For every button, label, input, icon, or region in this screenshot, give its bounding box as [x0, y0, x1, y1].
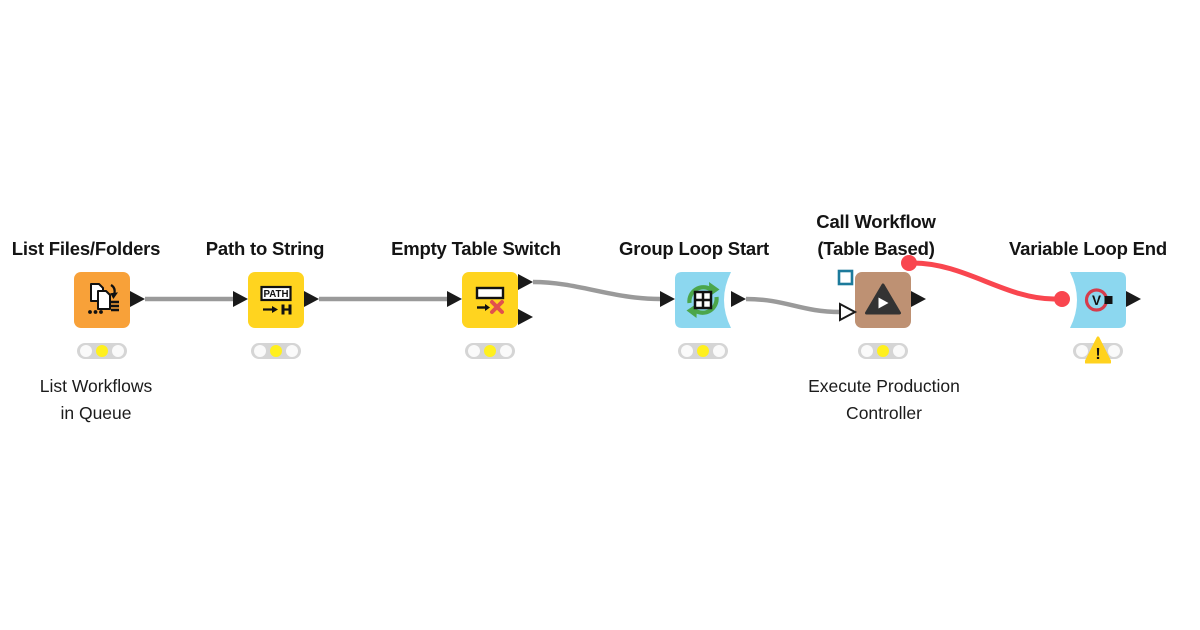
out-port-call-workflow[interactable]: [911, 291, 926, 307]
variable-loop-end-icon: V: [1084, 288, 1113, 312]
node-title-group-loop-start: Group Loop Start: [619, 238, 769, 259]
wire-grouploopstart-to-callworkflow[interactable]: [745, 296, 841, 315]
svg-text:!: !: [1095, 346, 1100, 363]
traffic-dot-off: [254, 345, 266, 357]
traffic-dot-configured: [96, 345, 108, 357]
svg-text:PATH: PATH: [264, 289, 289, 300]
out-port-bottom-empty-table-switch[interactable]: [518, 309, 533, 325]
out-port-top-empty-table-switch[interactable]: [518, 274, 533, 290]
variable-in-port-variable-loop-end[interactable]: [1054, 291, 1070, 307]
traffic-dot-off: [500, 345, 512, 357]
loop-end-shape: [1070, 272, 1126, 328]
node-label-call-workflow: Execute Production Controller: [808, 376, 960, 423]
in-port-group-loop-start[interactable]: [660, 291, 675, 307]
traffic-light-call-workflow: [858, 343, 908, 359]
traffic-light-group-loop-start: [678, 343, 728, 359]
node-label-list-files-folders: List Workflows in Queue: [39, 376, 153, 423]
traffic-dot-configured: [270, 345, 282, 357]
out-port-variable-loop-end[interactable]: [1126, 291, 1141, 307]
traffic-dot-off: [861, 345, 873, 357]
traffic-light-path-to-string: [251, 343, 301, 359]
node-title-empty-table-switch: Empty Table Switch: [391, 238, 561, 259]
traffic-dot-off: [1108, 345, 1120, 357]
node-body-call-workflow[interactable]: [855, 272, 911, 328]
node-title-list-files-folders: List Files/Folders: [11, 238, 161, 259]
traffic-dot-configured: [484, 345, 496, 357]
traffic-dot-off: [112, 345, 124, 357]
traffic-dot-off: [713, 345, 725, 357]
out-port-list-files-folders[interactable]: [130, 291, 145, 307]
traffic-dot-off: [681, 345, 693, 357]
list-files-folders-icon: [88, 283, 119, 314]
node-body-variable-loop-end[interactable]: V: [1070, 272, 1126, 328]
out-port-group-loop-start[interactable]: [731, 291, 746, 307]
node-title-call-workflow: Call Workflow (Table Based): [816, 211, 936, 259]
in-port-empty-table-switch[interactable]: [447, 291, 462, 307]
traffic-dot-configured: [697, 345, 709, 357]
traffic-dot-off: [468, 345, 480, 357]
wire-callworkflow-to-variableloopend-variable[interactable]: [910, 260, 1057, 302]
traffic-light-list-files-folders: [77, 343, 127, 359]
node-body-path-to-string[interactable]: PATH: [248, 272, 304, 328]
traffic-dot-off: [1076, 345, 1088, 357]
call-workflow-icon: [865, 283, 901, 315]
node-title-path-to-string: Path to String: [205, 238, 325, 259]
node-body-list-files-folders[interactable]: [74, 272, 130, 328]
svg-text:V: V: [1092, 293, 1101, 308]
node-title-variable-loop-end: Variable Loop End: [1009, 238, 1167, 259]
traffic-dot-off: [286, 345, 298, 357]
traffic-dot-off: [80, 345, 92, 357]
wire-emptytableswitch-to-grouploopstart[interactable]: [532, 279, 661, 302]
path-to-string-icon: PATH: [260, 285, 292, 315]
workflow-in-port-call-workflow[interactable]: [837, 269, 854, 286]
traffic-dot-configured: [877, 345, 889, 357]
node-body-empty-table-switch[interactable]: [462, 272, 518, 328]
traffic-light-empty-table-switch: [465, 343, 515, 359]
node-body-group-loop-start[interactable]: [675, 272, 731, 328]
optional-in-port-call-workflow[interactable]: [839, 302, 858, 322]
in-port-path-to-string[interactable]: [233, 291, 248, 307]
warning-icon: !: [1085, 336, 1111, 364]
empty-table-switch-icon: [475, 286, 505, 314]
traffic-dot-off: [893, 345, 905, 357]
out-port-path-to-string[interactable]: [304, 291, 319, 307]
group-loop-start-icon: [686, 282, 720, 318]
